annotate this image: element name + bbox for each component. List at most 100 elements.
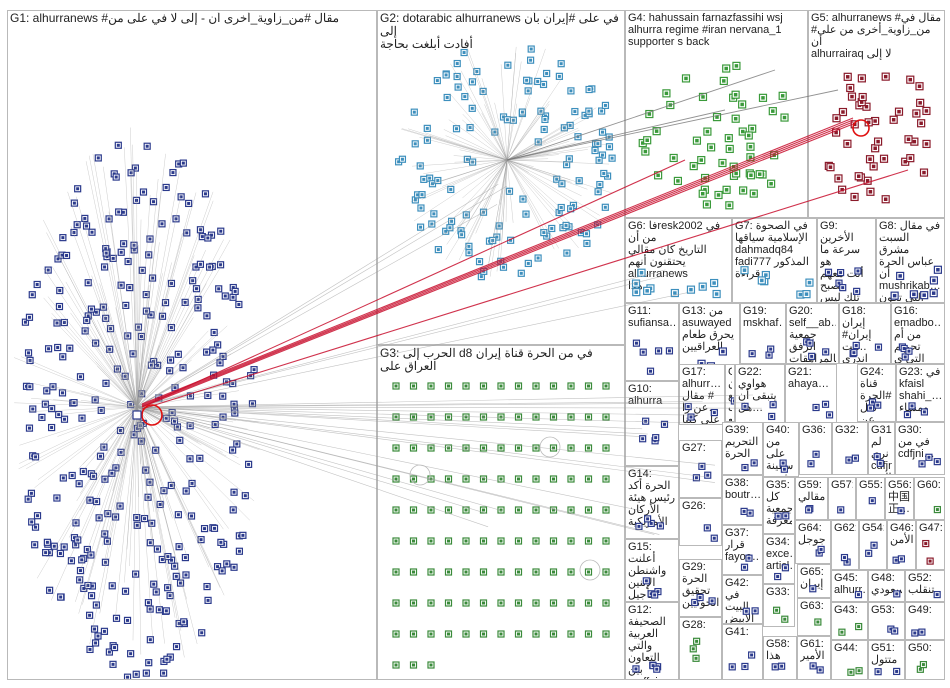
node-icon-inner [145,144,149,148]
group-g11-panel[interactable]: G11: sufiansa… [625,303,679,381]
group-g64-panel[interactable]: G64: جوجل [795,520,831,564]
group-g62-panel[interactable]: G62: [831,520,859,570]
group-g40-panel[interactable]: G40: من على سفينة شحن [763,422,799,477]
group-g54-panel[interactable]: G54: [859,520,887,570]
group-g33-panel[interactable]: G33: [763,584,795,627]
group-g63-panel[interactable]: G63: [797,598,831,636]
node-icon-inner [211,348,215,352]
group-g42-panel[interactable]: G42: في البيت الأبيض [722,575,763,624]
node-icon-inner [727,136,731,140]
group-g44-panel[interactable]: G44: [831,640,868,680]
node-icon-inner [464,477,468,481]
group-g36-panel[interactable]: G36: [799,422,832,475]
node-icon-inner [869,406,873,410]
group-g5-panel[interactable]: G5: alhurranews #مقال في #من_زاوية_أخرى … [808,10,945,218]
group-node-layer [632,339,674,375]
node-icon-inner [447,477,450,481]
node-icon-inner [866,120,871,125]
group-g58-panel[interactable]: G58: هذا [763,636,797,680]
node-icon-inner [166,586,170,590]
group-g3-panel[interactable]: G3: الحرب إلى d8 في من الحرة قناة إيران … [377,345,625,680]
node-icon-inner [169,281,173,285]
group-g17-panel[interactable]: G17: alhurr… مقال # عن زا… على كلنا [679,364,725,425]
node-icon-inner [200,631,204,635]
group-g18-panel[interactable]: G18: إيران #إيران نت… اندري تستوضح نتيجة… [839,303,891,364]
group-g22-panel[interactable]: G22: هواوي يتبقى أن هل… [735,364,785,424]
group-g9-panel[interactable]: G9: الأخرين سرعة ما هو أنت معهم تصبح تلك… [817,218,876,303]
group-g60-panel[interactable]: G60: [914,477,945,520]
group-g41-panel[interactable]: G41: [722,624,763,680]
node-icon-inner [40,415,44,419]
group-g27-panel[interactable]: G27: [679,440,722,498]
group-g26-panel[interactable]: G26: [679,498,722,546]
group-g37-panel[interactable]: G37: قرار fayoo… [722,525,763,575]
group-g21-panel[interactable]: G21: ahaya… [785,364,837,424]
node-icon-inner [131,352,135,356]
node-icon-inner [811,664,815,668]
node-icon-inner [871,164,876,169]
group-g23-panel[interactable]: G23: في kfaisl shahi_… ومساء [896,364,945,422]
group-g10-panel[interactable]: G10: alhurra [625,381,679,466]
group-g29-panel[interactable]: G29: الحرة تحقيق الحوثيين [679,559,722,617]
group-g52-panel[interactable]: G52: تنقلب [905,570,945,602]
node-icon-inner [604,415,608,419]
group-g8-panel[interactable]: G8: في مقال السبت مشرق عباس الحرة أن mus… [876,218,945,303]
group-g31-panel[interactable]: G31: لم نرى cdfjni… البث [868,422,895,475]
group-g51-panel[interactable]: G51: متتول [868,640,905,680]
group-g30-panel[interactable]: G30: في من cdfjni… [895,422,945,475]
group-g28-panel[interactable]: G28: [679,617,722,680]
node-icon-inner [584,232,588,236]
group-g14-panel[interactable]: G14: الحرة أكد رئيس هيئة الأركان الأمريك… [625,466,679,539]
group-label: G12: الصحيفة العربية والتي التعاون بين r… [628,604,676,679]
group-g20-panel[interactable]: G20: self__ab… جمعية الرفق بالمراهقات [786,303,839,364]
node-icon-inner [183,300,187,304]
group-g49-panel[interactable]: G49: [905,602,945,640]
group-g48-panel[interactable]: G48: السعودي [868,570,905,602]
group-g46-panel[interactable]: G46: الأمن [887,520,916,570]
group-g15-panel[interactable]: G15: أعلنت واشنطن الإثنين تأجيل بدء تطبي… [625,539,679,602]
group-g47-panel[interactable]: G47: [916,520,945,570]
node-icon-inner [840,630,844,634]
group-g7-panel[interactable]: G7: في الصحوة الإسلامية سياقها dahmadq84… [732,218,817,303]
node-icon-inner [114,466,118,470]
node-icon-inner [517,632,520,636]
group-g65-panel[interactable]: G65: إيران [797,564,831,598]
group-g56-panel[interactable]: G56: 中国 正… [885,477,914,520]
group-g43-panel[interactable]: G43: [831,602,868,640]
node-icon-inner [889,627,893,631]
group-g59-panel[interactable]: G59: مقالي [795,477,828,520]
group-node-layer [893,590,901,598]
group-g2-panel[interactable]: G2: dotarabic alhurranews في على #إيران … [377,10,625,345]
group-g55-panel[interactable]: G55: [856,477,885,520]
node-icon-inner [430,222,434,226]
node-icon-inner [907,349,911,353]
node-icon-inner [482,539,485,543]
group-g38-panel[interactable]: G38: boutr… [722,475,763,525]
group-g4-panel[interactable]: G4: hahussain farnazfassihi wsj alhurra … [625,10,808,218]
group-g53-panel[interactable]: G53: [868,602,905,640]
group-g35-panel[interactable]: G35: كل جمعية معرفة [763,477,795,534]
node-icon-inner [552,508,555,512]
group-g25-panel[interactable]: G25: إيران هتبع الإرهاب وأربع [725,364,735,422]
node-icon-inner [653,593,657,597]
group-g34-panel[interactable]: G34: exce… articl… [763,534,795,584]
group-g6-panel[interactable]: G6: فاresk2002 في من أن التاريخ كان مقال… [625,218,732,303]
node-icon-inner [742,509,746,513]
group-g39-panel[interactable]: G39: التحريم الحرة [722,422,763,475]
node-icon-inner [88,498,92,502]
node-icon-inner [435,79,439,83]
group-g45-panel[interactable]: G45: alhurr… [831,570,868,602]
group-g61-panel[interactable]: G61: الأمير [797,636,831,680]
node-icon-inner [43,402,47,406]
group-g19-panel[interactable]: G19: mskhaf… [740,303,786,364]
group-g1-panel[interactable]: G1: alhurranews #مقال #من_زاوية_أخرى أن … [7,10,377,680]
group-g24-panel[interactable]: G24: قناة #الحرة تقل عن حاجتها [857,364,896,422]
group-g16-panel[interactable]: G16: emadbo… من أم تحريم التي ي [891,303,945,364]
group-g32-panel[interactable]: G32: [832,422,868,475]
group-g50-panel[interactable]: G50: [905,640,945,680]
group-g12-panel[interactable]: G12: الصحيفة العربية والتي التعاون بين r… [625,602,679,680]
node-icon-inner [557,74,561,78]
node-icon-inner [161,314,165,318]
group-g57-panel[interactable]: G57: [828,477,856,520]
node-icon-inner [394,570,398,574]
